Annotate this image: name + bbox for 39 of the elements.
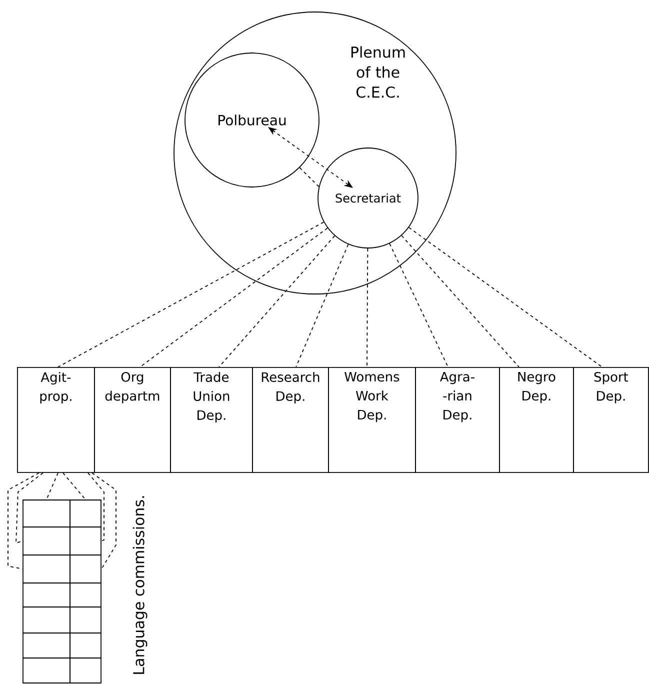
rotated-label: Language commissions. [132,496,148,674]
dashed-line [299,167,320,188]
dashed-line [8,472,40,570]
dashed-line [401,235,520,368]
grid-cell [22,632,70,658]
grid-cell [70,554,102,584]
dashed-line [408,227,602,368]
dashed-line [46,472,58,500]
dashed-line [218,235,336,368]
grid-cell [22,554,70,584]
dashed-line [296,244,349,368]
grid-cell [70,500,102,528]
department-box: Negro Dep. [499,367,574,473]
department-box: Org departm [94,367,171,473]
dashed-line [88,472,104,542]
department-box: Agra- -rian Dep. [415,367,500,473]
grid-cell [70,658,102,684]
dashed-line [140,228,328,368]
dashed-line [389,243,448,368]
grid-cell [70,632,102,658]
circle-label: Plenum of the C.E.C. [351,46,405,98]
department-box: Agit- prop. [17,367,95,473]
department-box: Sport Dep. [573,367,649,473]
dashed-line [58,222,324,368]
dashed-line [366,248,368,368]
dashed-line [16,472,44,544]
grid-cell [22,526,70,556]
department-box: Trade Union Dep. [170,367,253,473]
department-box: Research Dep. [252,367,329,473]
grid-cell [22,606,70,634]
grid-cell [22,500,70,528]
grid-cell [70,526,102,556]
grid-cell [22,582,70,608]
grid-cell [70,582,102,608]
dashed-line [92,472,116,570]
dashed-line [62,472,86,500]
department-box: Womens Work Dep. [328,367,416,473]
grid-cell [22,658,70,684]
grid-cell [70,606,102,634]
